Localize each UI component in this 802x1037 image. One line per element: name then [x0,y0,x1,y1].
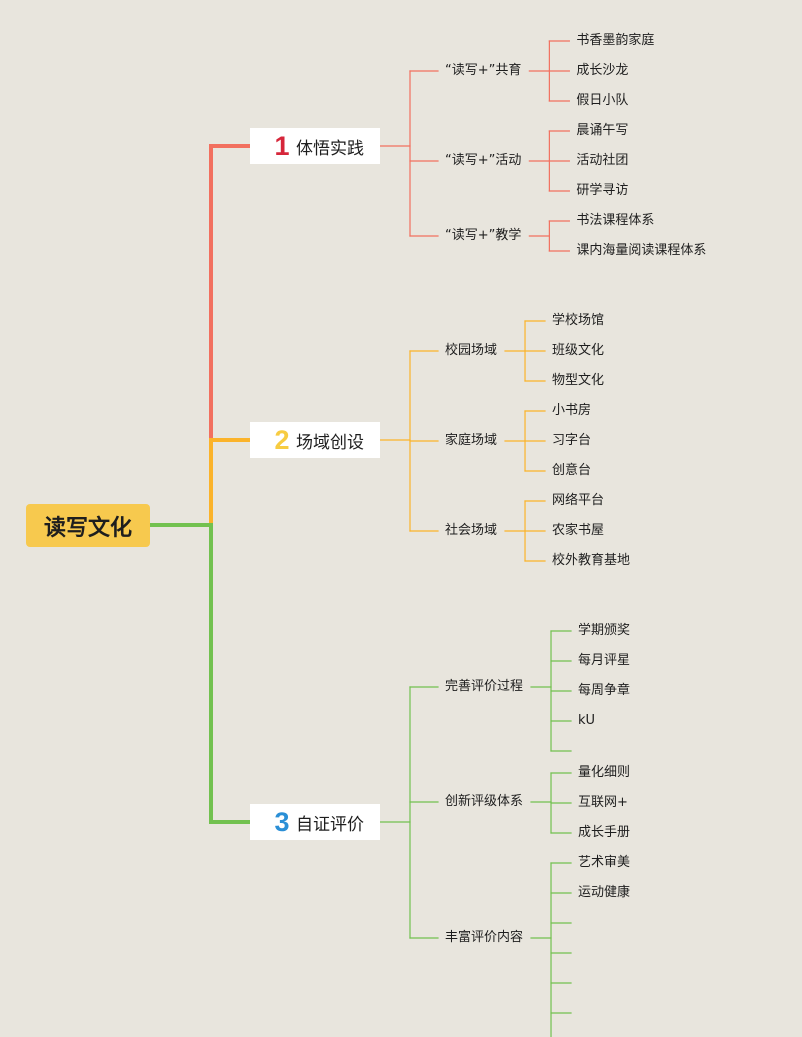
leaf-node: 网络平台 [552,493,605,508]
leaf-node: 小书房 [552,403,592,418]
leaf-node: 每月评星 [578,653,631,668]
leaf-node: 艺术审美 [578,855,631,870]
leaf-node: 互联网+ [578,795,628,810]
root-label: 读写文化 [43,515,132,541]
leaf-node: 创意台 [552,463,592,478]
leaf-node: 书香墨韵家庭 [576,33,655,48]
leaf-node: 习字台 [552,433,592,448]
leaf-node: 课内海量阅读课程体系 [576,243,707,258]
leaf-node: 班级文化 [552,343,605,358]
sub-node: “读写+”共育 [445,63,522,78]
branch-node: 1 体悟实践 [250,128,380,164]
sub-node: 创新评级体系 [445,794,524,809]
leaf-node: 学校场馆 [552,313,605,328]
sub-node: 社会场域 [445,523,498,538]
leaf-node: 研学寻访 [576,183,629,198]
branch-node: 2 场域创设 [250,422,380,458]
branch-number: 3 [274,806,290,837]
leaf-node: 书法课程体系 [576,213,655,228]
leaf-node: 每周争章 [578,683,631,698]
branch-label: 体悟实践 [296,138,364,159]
branch-label: 自证评价 [296,814,364,835]
leaf-node: kU [578,713,596,728]
root-node: 读写文化 [26,504,150,547]
sub-node: “读写+”活动 [445,153,522,168]
branch-number: 2 [274,424,290,455]
leaf-node: 晨诵午写 [576,123,629,138]
branch-label: 场域创设 [296,432,364,453]
leaf-node: 活动社团 [576,153,629,168]
leaf-node: 假日小队 [576,93,629,108]
leaf-node: 校外教育基地 [552,553,631,568]
branch-number: 1 [274,130,290,161]
leaf-node: 成长沙龙 [576,63,629,78]
leaf-node: 运动健康 [578,885,631,900]
branch-node: 3 自证评价 [250,804,380,840]
leaf-node: 农家书屋 [552,523,605,538]
leaf-node: 成长手册 [578,825,631,840]
sub-node: 完善评价过程 [445,679,524,694]
leaf-node: 学期颁奖 [578,623,631,638]
sub-node: “读写+”教学 [445,228,522,243]
leaf-node: 量化细则 [578,765,631,780]
sub-node: 家庭场域 [445,433,498,448]
sub-node: 校园场域 [445,343,498,358]
sub-node: 丰富评价内容 [445,930,524,945]
leaf-node: 物型文化 [552,373,605,388]
